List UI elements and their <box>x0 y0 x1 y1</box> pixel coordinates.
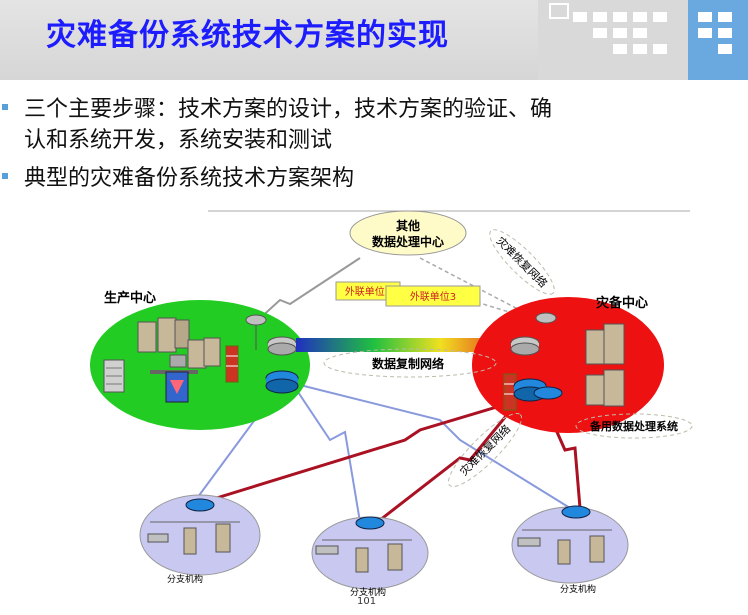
external-unit-3-label: 外联单位3 <box>410 290 456 303</box>
replication-network-label: 数据复制网络 <box>372 356 444 371</box>
other-center-label-line2: 数据处理中心 <box>372 234 444 249</box>
disaster-center-zone <box>472 297 664 433</box>
switch-icon-production <box>165 371 189 403</box>
storage-array-icon <box>103 359 125 393</box>
firewall-icon-production <box>225 345 239 383</box>
replication-pipe <box>296 338 518 352</box>
backup-system-label: 备用数据处理系统 <box>589 419 678 433</box>
production-center-label: 生产中心 <box>104 290 156 306</box>
printer-icon-branch-3 <box>517 537 541 547</box>
printer-icon-branch-1 <box>147 533 169 543</box>
bullet-marker <box>2 173 8 179</box>
server-icon-branch-2b <box>387 543 403 571</box>
router-icon-production-edge <box>245 314 267 326</box>
branch-zone-1 <box>139 494 261 576</box>
backup-system-outline <box>575 413 693 439</box>
recovery-network-bottom-label: 灾难恢复网络 <box>457 422 514 479</box>
external-unit-2-label: 外联单位2 <box>345 285 391 298</box>
server-icon-dr-2 <box>585 369 625 407</box>
branch-office-2: 分支机构 <box>311 516 429 598</box>
bullet-text-line: 三个主要步骤：技术方案的设计，技术方案的验证、确 <box>24 97 553 122</box>
link-production-branch3 <box>299 384 571 509</box>
other-data-center-bubble <box>349 210 467 256</box>
router-icon-branch-1 <box>185 498 215 512</box>
server-icon-branch-3a <box>557 539 571 565</box>
link-other-center <box>257 257 361 321</box>
replication-network-outline <box>323 348 497 378</box>
recovery-network-bottom-outline <box>447 412 523 488</box>
router-icon-branch-3 <box>561 505 591 519</box>
branch-office-1: 分支机构 <box>139 494 261 585</box>
other-center-label-line1: 其他 <box>396 218 420 233</box>
external-unit-3-box <box>385 285 481 307</box>
branch-label-3: 分支机构 <box>560 583 596 595</box>
server-icon-branch-2a <box>355 547 369 573</box>
printer-icon-branch-2 <box>315 545 339 555</box>
link-disaster-branch1 <box>209 398 521 502</box>
router-icon-dr-wan <box>513 378 563 402</box>
link-production-branch2 <box>289 379 361 523</box>
router-icon-production-wan <box>265 370 299 394</box>
router-icon-branch-2 <box>355 516 385 530</box>
branch-label-2: 分支机构 <box>350 586 386 598</box>
header-decoration <box>538 0 748 80</box>
recovery-network-top: 灾难恢复网络 <box>489 229 555 295</box>
slide-title: 灾难备份系统技术方案的实现 <box>46 18 449 53</box>
disaster-center-label: 灾备中心 <box>596 295 648 311</box>
bullet-text-line: 认和系统开发，系统安装和测试 <box>24 128 333 153</box>
server-icon-branch-1a <box>183 527 197 555</box>
router-icon-dr-edge <box>535 312 557 324</box>
server-icon-branch-1b <box>215 523 231 553</box>
slide-header: 灾难备份系统技术方案的实现 <box>0 0 748 80</box>
branch-office-3: 分支机构 <box>511 505 629 595</box>
server-cluster-icon <box>137 317 221 369</box>
server-icon-dr-1 <box>585 323 625 365</box>
bullet-text-line: 典型的灾难备份系统技术方案架构 <box>24 166 355 191</box>
branch-label-1: 分支机构 <box>167 573 203 585</box>
recovery-network-top-label: 灾难恢复网络 <box>494 234 551 291</box>
router-icon-dr-core <box>510 336 540 356</box>
bullet-marker <box>2 104 8 110</box>
page-number: 101 <box>357 596 377 607</box>
server-icon-branch-3b <box>589 535 605 563</box>
link-disaster-branch2 <box>379 404 517 522</box>
recovery-network-top-outline <box>489 229 555 295</box>
router-icon-production-core <box>267 336 297 356</box>
